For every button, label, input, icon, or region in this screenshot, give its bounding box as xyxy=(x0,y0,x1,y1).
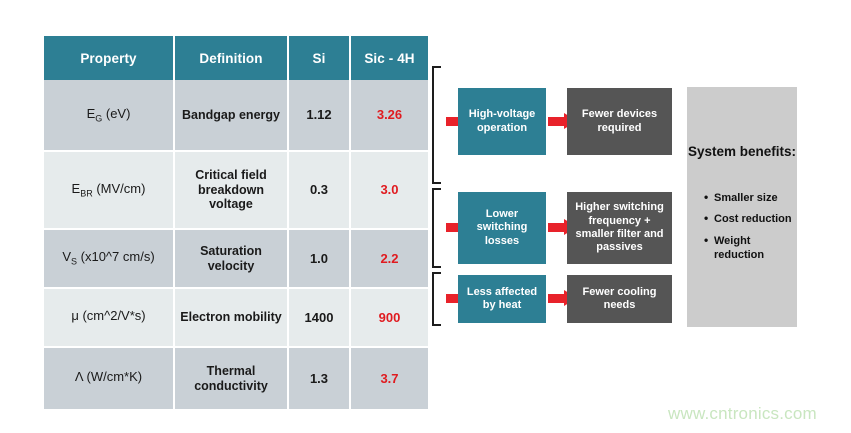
column-header-sic-4h: Sic - 4H xyxy=(350,36,428,80)
arrow-shaft xyxy=(446,223,464,232)
cell-property: EBR (MV/cm) xyxy=(44,151,175,230)
flow-effect-box-2: Higher switching frequency + smaller fil… xyxy=(567,192,672,264)
table-row: Λ (W/cm*K) Thermal conductivity 1.3 3.7 xyxy=(44,347,428,409)
property-symbol: E xyxy=(71,180,81,196)
list-item: Cost reduction xyxy=(704,211,796,227)
cell-sic-value: 2.2 xyxy=(350,229,428,289)
property-symbol: Λ (W/cm*K) xyxy=(74,369,143,385)
property-unit: (eV) xyxy=(102,105,131,121)
system-benefits-title: System benefits: xyxy=(687,144,797,159)
cell-sic-value: 3.0 xyxy=(350,151,428,230)
flow-cause-box-1: High-voltage operation xyxy=(458,88,546,155)
list-item: Smaller size xyxy=(704,190,796,206)
property-comparison-table: Property Definition Si Sic - 4H EG (eV) … xyxy=(44,36,428,409)
cell-si-value: 1400 xyxy=(288,288,351,348)
property-subscript: G xyxy=(95,113,103,124)
table-row: μ (cm^2/V*s) Electron mobility 1400 900 xyxy=(44,288,428,348)
cell-definition: Critical field breakdown voltage xyxy=(174,151,289,230)
group-bracket-2 xyxy=(432,188,441,268)
column-header-si: Si xyxy=(288,36,351,80)
flow-effect-box-1: Fewer devices required xyxy=(567,88,672,155)
cell-definition: Thermal conductivity xyxy=(174,347,289,409)
table-row: EG (eV) Bandgap energy 1.12 3.26 xyxy=(44,80,428,152)
cell-property: Λ (W/cm*K) xyxy=(44,347,175,409)
column-header-property: Property xyxy=(44,36,175,80)
flow-cause-box-2: Lower switching losses xyxy=(458,192,546,264)
cell-property: μ (cm^2/V*s) xyxy=(44,288,175,348)
arrow-shaft xyxy=(548,223,566,232)
cell-definition: Electron mobility xyxy=(174,288,289,348)
list-item: Weight reduction xyxy=(704,233,796,263)
cell-si-value: 1.12 xyxy=(288,80,351,152)
arrow-shaft xyxy=(548,117,566,126)
cell-definition: Bandgap energy xyxy=(174,80,289,152)
group-bracket-1 xyxy=(432,66,441,184)
property-subscript: BR xyxy=(80,188,93,199)
arrow-shaft xyxy=(548,294,566,303)
column-header-definition: Definition xyxy=(174,36,289,80)
cell-sic-value: 900 xyxy=(350,288,428,348)
property-symbol: μ (cm^2/V*s) xyxy=(71,308,146,324)
property-subscript: S xyxy=(71,256,78,267)
group-bracket-3 xyxy=(432,272,441,326)
cell-property: EG (eV) xyxy=(44,80,175,152)
cell-definition: Saturation velocity xyxy=(174,229,289,289)
cell-sic-value: 3.7 xyxy=(350,347,428,409)
site-watermark: www.cntronics.com xyxy=(668,404,817,423)
property-unit: (x10^7 cm/s) xyxy=(77,249,155,265)
table-header-row: Property Definition Si Sic - 4H xyxy=(44,36,428,80)
table-row: VS (x10^7 cm/s) Saturation velocity 1.0 … xyxy=(44,229,428,289)
property-unit: (MV/cm) xyxy=(92,180,146,196)
system-benefits-panel: System benefits: Smaller size Cost reduc… xyxy=(687,87,797,327)
system-benefits-list: Smaller size Cost reduction Weight reduc… xyxy=(704,190,796,269)
cell-si-value: 0.3 xyxy=(288,151,351,230)
cell-si-value: 1.0 xyxy=(288,229,351,289)
flow-effect-box-3: Fewer cooling needs xyxy=(567,275,672,323)
arrow-shaft xyxy=(446,294,464,303)
cell-sic-value: 3.26 xyxy=(350,80,428,152)
property-symbol: V xyxy=(62,249,72,265)
arrow-shaft xyxy=(446,117,464,126)
table-row: EBR (MV/cm) Critical field breakdown vol… xyxy=(44,151,428,230)
cell-property: VS (x10^7 cm/s) xyxy=(44,229,175,289)
flow-cause-box-3: Less affected by heat xyxy=(458,275,546,323)
cell-si-value: 1.3 xyxy=(288,347,351,409)
property-symbol: E xyxy=(86,105,96,121)
